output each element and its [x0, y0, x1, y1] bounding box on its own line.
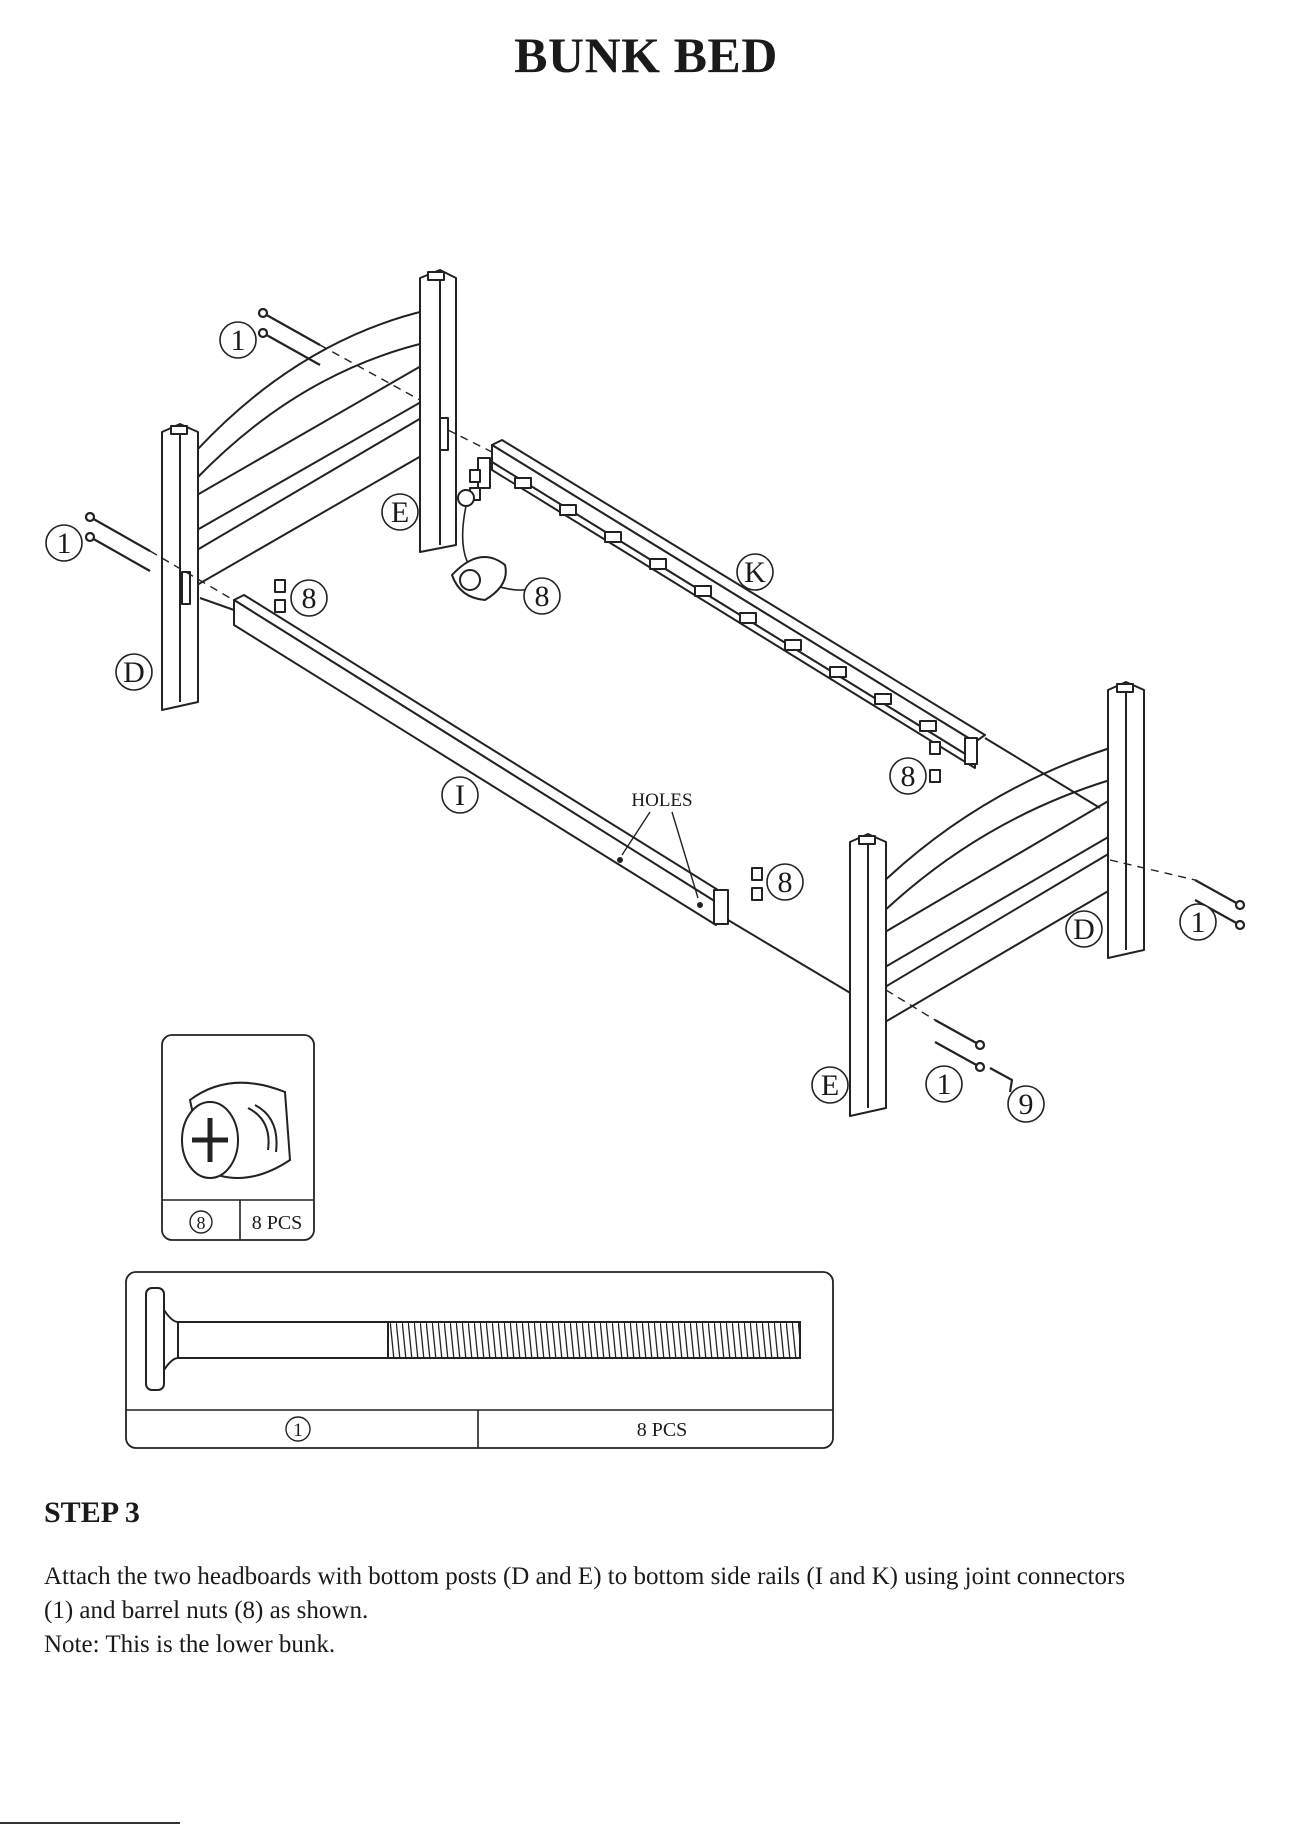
- holes-label: HOLES: [631, 790, 692, 811]
- callout-connector-2: 1: [57, 527, 72, 560]
- step-instructions: Attach the two headboards with bottom po…: [44, 1560, 1264, 1662]
- headboard-front: [850, 682, 1144, 1116]
- callout-wrench: 9: [1019, 1088, 1034, 1121]
- callout-connector-3: 1: [1191, 906, 1206, 939]
- callout-barrel-nut-2: 8: [535, 580, 550, 613]
- instruction-line-3: Note: This is the lower bunk.: [44, 1628, 1264, 1662]
- callout-barrel-nut-1: 8: [302, 582, 317, 615]
- connector-bolts: [86, 309, 1244, 1092]
- barrel-nut-part-box: 8 8 PCS: [162, 1035, 314, 1240]
- barrel-nut-quantity: 8 PCS: [252, 1212, 303, 1234]
- instruction-line-1: Attach the two headboards with bottom po…: [44, 1560, 1264, 1594]
- step-title: STEP 3: [44, 1496, 140, 1530]
- callout-rail-i: I: [455, 779, 465, 812]
- instruction-line-2: (1) and barrel nuts (8) as shown.: [44, 1594, 1264, 1628]
- joint-connector-part-number: 1: [293, 1420, 303, 1441]
- callout-connector-1: 1: [231, 324, 246, 357]
- callout-rail-k: K: [744, 556, 766, 589]
- callout-post-d-1: D: [123, 656, 145, 689]
- footer-rule: [0, 1822, 180, 1824]
- callout-connector-4: 1: [937, 1068, 952, 1101]
- barrel-nut-part-number: 8: [197, 1213, 206, 1233]
- assembly-diagram: 1 1 1 1 9 8 8 8 8 D D E E I K HOLES 8 8 …: [0, 0, 1292, 1500]
- joint-connector-quantity: 8 PCS: [637, 1419, 688, 1441]
- callout-post-d-2: D: [1073, 913, 1095, 946]
- joint-connector-part-box: 1 8 PCS: [126, 1272, 833, 1448]
- callout-barrel-nut-4: 8: [778, 866, 793, 899]
- callout-barrel-nut-3: 8: [901, 760, 916, 793]
- callout-post-e-2: E: [821, 1069, 839, 1102]
- callout-post-e-1: E: [391, 496, 409, 529]
- side-rail-i: [200, 595, 852, 994]
